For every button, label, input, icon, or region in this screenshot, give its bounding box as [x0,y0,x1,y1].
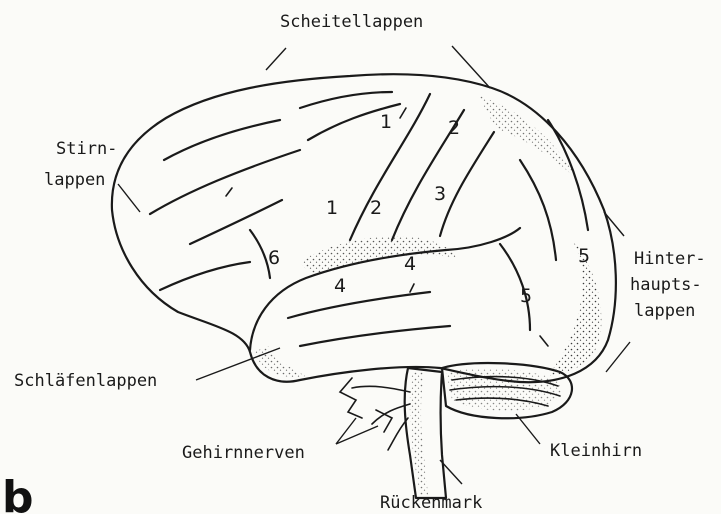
region-number-5-upper: 5 [578,245,590,267]
region-number-4-left: 4 [334,275,346,297]
region-number-4-right: 4 [404,253,416,275]
label-frontal-lobe-line2: lappen [44,170,105,190]
parietal-shading [480,96,578,180]
region-number-2-lower: 2 [370,197,382,219]
label-occipital-lobe-line1: Hinter- [634,249,706,269]
label-cranial-nerves: Gehirnnerven [182,443,305,463]
cranial-nerves-drawing [340,378,410,450]
label-frontal-lobe-line1: Stirn- [56,139,117,159]
region-number-1-lower: 1 [326,197,338,219]
region-number-1-upper: 1 [380,111,392,133]
label-spinal-cord: Rückenmark [380,493,482,513]
region-number-2-upper: 2 [448,117,460,139]
label-occipital-lobe-line2: haupts- [630,275,702,295]
region-number-3: 3 [434,183,446,205]
label-cerebellum: Kleinhirn [550,441,642,461]
label-temporal-lobe: Schläfenlappen [14,371,157,391]
label-parietal-lobe: Scheitellappen [280,12,423,32]
region-number-5-lower: 5 [520,285,532,307]
label-occipital-lobe-line3: lappen [634,301,695,321]
panel-letter: b [2,472,34,514]
central-shading [300,236,460,273]
region-number-6: 6 [268,247,280,269]
